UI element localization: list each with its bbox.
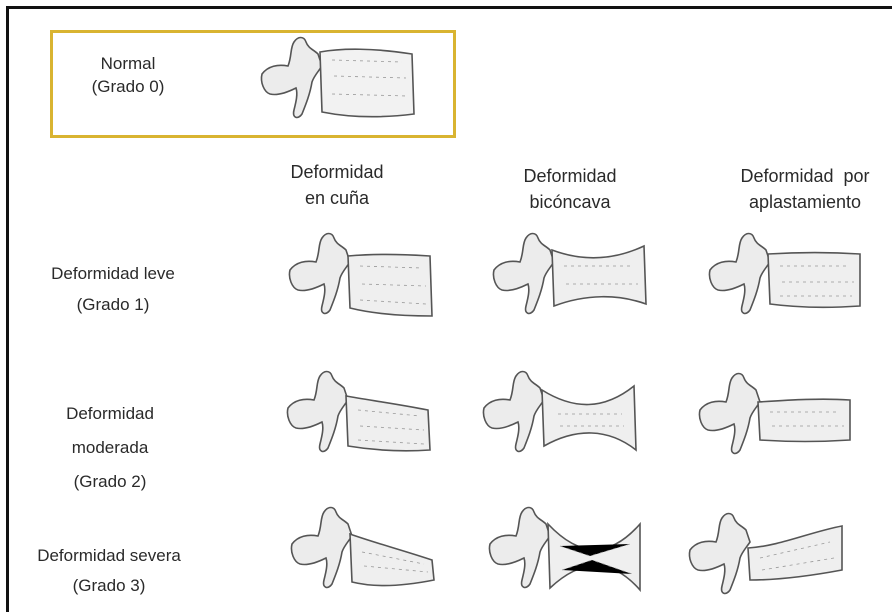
vertebra-severe-wedge-image xyxy=(292,506,442,606)
column-header-biconcave: Deformidad bicóncava xyxy=(495,163,645,215)
normal-label-line2: (Grado 0) xyxy=(70,75,186,98)
column-header-biconcave-line2: bicóncava xyxy=(495,189,645,215)
row-label-mild-line1: Deformidad leve xyxy=(18,262,208,285)
normal-label: Normal (Grado 0) xyxy=(70,52,186,98)
vertebra-moderate-biconcave-image xyxy=(484,370,644,470)
normal-label-line1: Normal xyxy=(70,52,186,75)
row-label-severe: Deformidad severa (Grado 3) xyxy=(10,544,208,597)
row-label-severe-line2: (Grado 3) xyxy=(10,574,208,597)
column-header-biconcave-line1: Deformidad xyxy=(495,163,645,189)
column-header-crush-line2: aplastamiento xyxy=(715,189,895,215)
vertebra-normal-image xyxy=(262,36,420,128)
column-header-wedge: Deformidad en cuña xyxy=(262,159,412,211)
row-label-moderate: Deformidad moderada (Grado 2) xyxy=(30,402,190,493)
row-label-moderate-line3: (Grado 2) xyxy=(30,470,190,493)
row-label-mild-line2: (Grado 1) xyxy=(18,293,208,316)
column-header-crush-line1: Deformidad por xyxy=(715,163,895,189)
vertebra-mild-wedge-image xyxy=(290,232,440,332)
vertebra-moderate-wedge-image xyxy=(288,370,438,470)
column-header-wedge-line1: Deformidad xyxy=(262,159,412,185)
row-label-severe-line1: Deformidad severa xyxy=(10,544,208,567)
vertebra-moderate-crush-image xyxy=(700,372,860,472)
row-label-moderate-line1: Deformidad xyxy=(30,402,190,425)
vertebra-mild-biconcave-image xyxy=(494,232,654,332)
column-header-wedge-line2: en cuña xyxy=(262,185,412,211)
row-label-moderate-line2: moderada xyxy=(30,436,190,459)
column-header-crush: Deformidad por aplastamiento xyxy=(715,163,895,215)
vertebra-severe-biconcave-image xyxy=(490,506,650,606)
row-label-mild: Deformidad leve (Grado 1) xyxy=(18,262,208,316)
vertebra-mild-crush-image xyxy=(710,232,870,332)
vertebra-severe-crush-image xyxy=(690,512,850,612)
